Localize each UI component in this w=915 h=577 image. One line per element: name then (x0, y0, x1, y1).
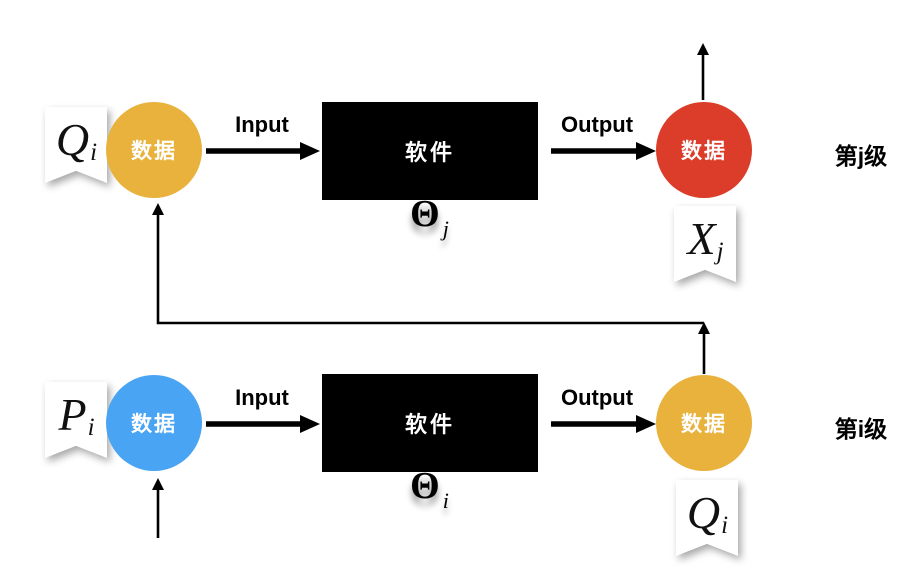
result-data-node-level-i: 数据 (656, 375, 752, 471)
tag-symbol: P (58, 389, 87, 440)
data-node-label: 数据 (131, 413, 177, 436)
data-node-label: 数据 (131, 140, 177, 163)
output-label-level-j: Output (560, 112, 634, 137)
theta-subscript: j (442, 216, 449, 241)
result-data-node-level-j: 数据 (656, 102, 752, 198)
tag-subscript: j (716, 238, 724, 265)
feedback-line (152, 203, 704, 325)
tag-symbol: Q (55, 114, 90, 165)
source-data-node-level-j: 数据 (106, 102, 202, 198)
source-data-node-level-i: 数据 (106, 375, 202, 471)
input-label-level-i: Input (235, 385, 289, 410)
data-node-label: 数据 (681, 413, 727, 436)
software-box-level-j: 软件 (322, 102, 538, 200)
data-node-label: 数据 (681, 140, 727, 163)
level-label-i: 第i级 (834, 416, 888, 442)
tag-symbol: X (687, 213, 716, 264)
output-label-level-i: Output (560, 385, 634, 410)
theta-symbol: Θ (410, 193, 440, 235)
tag-subscript: i (721, 512, 729, 539)
tag-symbol: Q (686, 487, 721, 538)
level-label-j: 第j级 (834, 143, 888, 169)
software-box-label: 软件 (404, 140, 455, 165)
tag-subscript: i (87, 414, 95, 441)
software-box-level-i: 软件 (322, 374, 538, 472)
tag-subscript: i (90, 139, 98, 166)
theta-subscript: i (442, 488, 449, 513)
input-label-level-j: Input (235, 112, 289, 137)
theta-symbol: Θ (410, 465, 440, 507)
software-box-label: 软件 (404, 412, 455, 437)
